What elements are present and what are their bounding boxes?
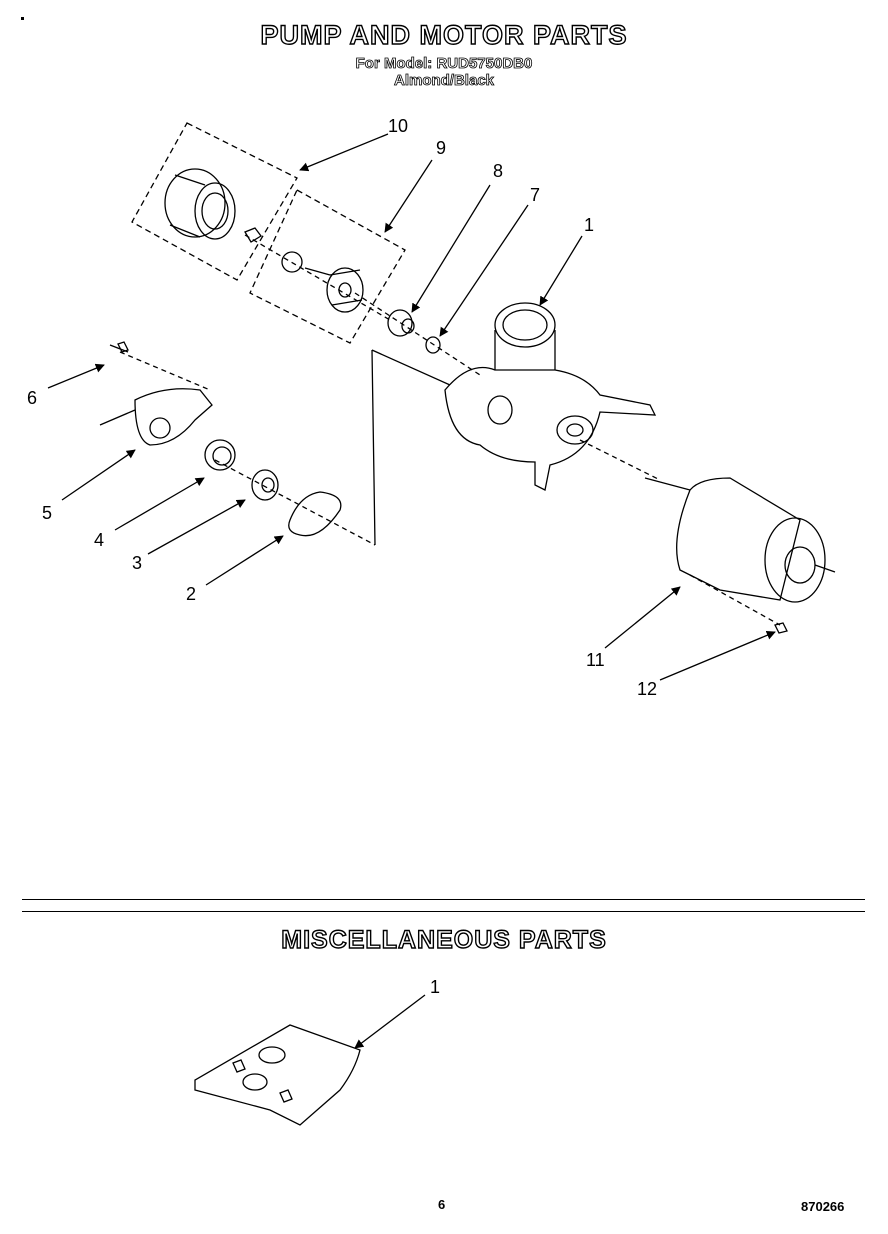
- callout-3: 3: [132, 553, 143, 573]
- callout-2: 2: [186, 584, 197, 604]
- part-3-seal: [251, 469, 279, 501]
- misc-title: MISCELLANEOUS PARTS: [281, 925, 607, 954]
- part-5-cover: [99, 388, 213, 446]
- part-10-dashed-box: [131, 122, 298, 281]
- part-8-fitting: [387, 309, 415, 337]
- callout-1: 1: [584, 215, 595, 235]
- callout-5: 5: [42, 503, 53, 523]
- color-line: Almond/Black: [393, 72, 495, 90]
- doc-number: 870266: [801, 1199, 845, 1214]
- part-7-washer: [425, 336, 441, 354]
- part-1-pump-housing: [444, 302, 657, 491]
- callout-8: 8: [493, 161, 504, 181]
- callout-9: 9: [436, 138, 447, 158]
- part-12-screw: [774, 622, 788, 634]
- callout-4: 4: [94, 530, 105, 550]
- misc-parts-bag: [194, 1024, 361, 1126]
- callout-7: 7: [530, 185, 541, 205]
- callout-11: 11: [586, 650, 605, 670]
- corner-mark: [21, 17, 24, 20]
- divider-bottom: [22, 911, 865, 912]
- part-2-gasket: [288, 491, 342, 537]
- callout-10: 10: [388, 116, 409, 136]
- part-10-cylinder: [164, 168, 262, 243]
- model-line: For Model: RUD5750DB0: [355, 55, 533, 73]
- callout-6: 6: [27, 388, 38, 408]
- part-6-screw: [109, 341, 129, 353]
- part-4-ring: [204, 439, 236, 471]
- page-number: 6: [438, 1197, 446, 1212]
- part-9-impeller: [281, 251, 364, 313]
- part-11-motor: [644, 477, 836, 603]
- misc-callout-1: 1: [430, 977, 441, 997]
- page-title: PUMP AND MOTOR PARTS: [260, 19, 628, 50]
- callout-12: 12: [637, 679, 658, 699]
- part-9-dashed-box: [249, 189, 406, 344]
- divider-top: [22, 899, 865, 900]
